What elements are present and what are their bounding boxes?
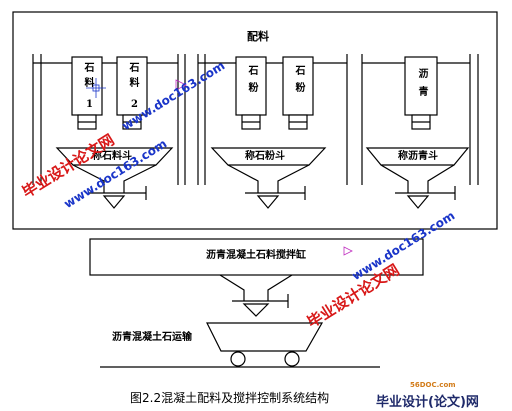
crosshair-icon xyxy=(86,78,106,98)
hopper-powder xyxy=(210,147,327,209)
batching-frame xyxy=(12,11,498,230)
batching-title: 配料 xyxy=(247,30,269,43)
hopper-asphalt-label: 称沥青斗 xyxy=(398,151,438,162)
silo-label-4-line2: 粉 xyxy=(293,82,304,93)
silo-label-1-line2: 料 xyxy=(82,77,93,88)
mixing-tank xyxy=(89,238,424,317)
cursor-arrow-icon-2 xyxy=(343,246,353,256)
logo-small-text: 56DOC.com xyxy=(410,381,456,389)
silo-powder-2 xyxy=(282,56,314,130)
transport-cart xyxy=(100,322,380,368)
silo-powder-1 xyxy=(235,56,267,130)
silo-label-2-line2: 料 xyxy=(127,77,138,88)
hopper-stone-label: 称石料斗 xyxy=(92,151,132,162)
silo-label-3-line1: 石 xyxy=(246,65,257,76)
silo-label-1-line1: 石 xyxy=(82,62,93,73)
figure-caption: 图2.2混凝土配料及搅拌控制系统结构 xyxy=(130,391,330,405)
hopper-asphalt xyxy=(365,147,470,209)
silo-label-5-line1: 沥 xyxy=(416,68,427,79)
silo-label-3-line2: 粉 xyxy=(246,82,257,93)
cursor-arrow-icon xyxy=(175,79,187,91)
mixer-label: 沥青混凝土石料搅拌缸 xyxy=(206,250,306,261)
logo-main-text: 毕业设计(论文)网 xyxy=(376,395,479,410)
silo-label-4-line1: 石 xyxy=(293,65,304,76)
silo-asphalt xyxy=(404,56,438,130)
silo-label-2-line3: 2 xyxy=(129,99,140,111)
hopper-powder-label: 称石粉斗 xyxy=(245,151,285,162)
silo-label-2-line1: 石 xyxy=(127,62,138,73)
silo-label-5-line2: 青 xyxy=(416,86,427,97)
cart-label: 沥青混凝土石运输 xyxy=(112,332,192,343)
silo-label-1-line3: 1 xyxy=(84,99,95,111)
silo-stone-2 xyxy=(116,56,148,130)
hopper-stone xyxy=(55,147,174,209)
silo-stone-1 xyxy=(71,56,103,130)
